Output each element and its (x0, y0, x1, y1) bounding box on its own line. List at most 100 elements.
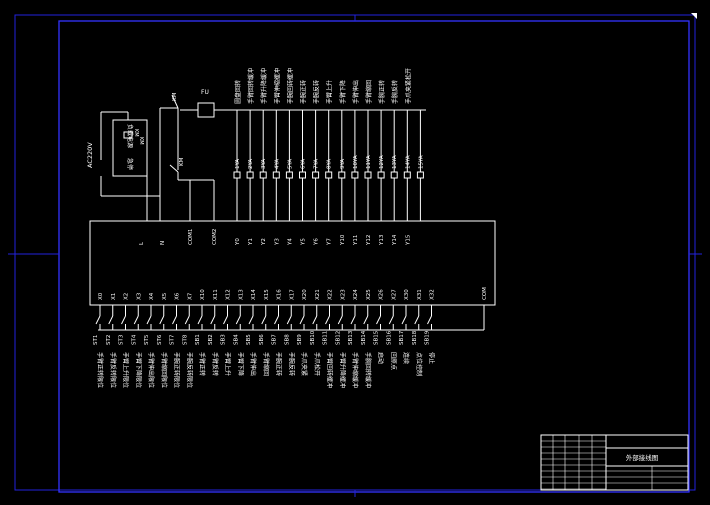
coil-label: 5YA (287, 159, 293, 169)
plc-body (89, 220, 496, 306)
output-terminal-label: Y11 (353, 235, 359, 246)
switch-contact (401, 315, 407, 325)
input-function-label: 手腕反转限位 (185, 352, 193, 388)
input-terminal-label: X21 (315, 289, 321, 300)
output-function-label: 手腕正转 (378, 80, 386, 104)
input-terminal-label: X7 (187, 292, 193, 300)
switch-contact (197, 315, 203, 325)
input-function-label: 手臂升降缓冲 (338, 352, 346, 388)
switch-contact (146, 315, 152, 325)
switch-contact (274, 315, 279, 325)
output-function-label: 手臂下降 (339, 80, 347, 104)
input-terminal-label: X2 (124, 293, 130, 300)
switch-contact (376, 315, 381, 325)
switch-contact (286, 315, 292, 325)
output-function-label: 手臂上升 (326, 80, 334, 104)
output-terminal-label: Y15 (405, 234, 411, 246)
switch-label: SB6 (259, 334, 265, 345)
switch-label: SB18 (412, 330, 418, 345)
output-function-label: 手爪夹紧松开 (404, 68, 412, 104)
solenoid-coil (416, 171, 424, 179)
input-terminal-label: X32 (430, 289, 436, 300)
coil-label: 4YA (274, 159, 280, 169)
switch-label: SB12 (335, 331, 341, 345)
input-function-label: 启动 (377, 352, 385, 364)
switch-label: SB16 (386, 330, 392, 345)
output-terminal-label: Y10 (340, 234, 346, 246)
output-terminal-label: Y5 (301, 238, 307, 246)
switch-label: SB11 (323, 331, 329, 345)
input-function-label: 手臂下降限位 (134, 352, 142, 388)
input-terminal-label: X16 (277, 289, 283, 300)
coil-label: 2YA (248, 159, 254, 169)
input-function-label: 手腕回转缓冲 (364, 352, 372, 388)
switch-contact (210, 315, 216, 325)
solenoid-coil (351, 171, 359, 179)
input-terminal-label: X4 (149, 292, 155, 300)
switch-label: SB15 (374, 330, 380, 345)
plc-power-pin-label: N (160, 241, 166, 245)
input-terminal-label: X30 (404, 289, 410, 300)
output-terminal-label: Y14 (392, 234, 398, 246)
plc-power-pin-label: COM2 (212, 229, 218, 245)
input-terminal-label: X5 (162, 292, 168, 300)
switch-label: SB14 (361, 330, 367, 345)
input-terminal-label: X12 (226, 289, 232, 300)
coil-label: 1YA (235, 159, 241, 169)
contactor-label: KM (179, 157, 185, 166)
input-function-label: 手臂缩回 (262, 352, 270, 376)
output-function-label: 手臂回转缓冲 (247, 68, 255, 104)
switch-contact (325, 315, 330, 325)
output-terminal-label: Y0 (235, 238, 241, 246)
coil-label: 12YA (379, 155, 385, 169)
input-terminal-label: X23 (340, 289, 346, 300)
switch-contact (159, 315, 165, 325)
switch-label: SB7 (272, 334, 278, 345)
input-terminal-label: X24 (353, 289, 359, 300)
switch-contact (223, 315, 228, 325)
input-function-label: 手臂正转限位 (96, 352, 104, 388)
switch-contact (363, 315, 369, 325)
load-power-label: 负载电源 (126, 124, 134, 148)
input-function-label: 回原点 (389, 352, 397, 370)
input-function-label: 手腕正转限位 (173, 352, 181, 388)
switch-contact (299, 315, 305, 325)
input-function-label: 手臂下降 (236, 352, 244, 376)
solenoid-coil (403, 171, 411, 179)
switch-contact (184, 315, 190, 325)
switch-contact (427, 315, 432, 325)
solenoid-coil (390, 171, 398, 179)
output-function-label: 手臂伸出 (352, 80, 360, 104)
switch-label: SB4 (233, 334, 239, 345)
input-function-label: 手臂反转 (211, 352, 219, 376)
coil-label: 14YA (405, 155, 411, 169)
drawing-title: 外部接线图 (626, 453, 659, 462)
input-terminal-label: X10 (200, 289, 206, 300)
output-function-label: 手腕正转 (300, 80, 308, 104)
switch-label: SB3 (221, 334, 227, 345)
input-function-label: 手臂正转 (198, 352, 206, 376)
output-function-label: 手臂缩回 (365, 80, 373, 104)
switch-contact (261, 315, 267, 325)
switch-contact (350, 315, 356, 325)
input-function-label: 停止 (428, 352, 436, 364)
km-contact (169, 164, 179, 173)
estop-label: 急停 (126, 158, 134, 170)
switch-contact (121, 315, 126, 325)
switch-label: ST1 (93, 335, 99, 345)
plc-power-pin-label: COM1 (188, 229, 194, 245)
input-terminal-label: X6 (175, 292, 181, 300)
switch-contact (337, 315, 343, 325)
output-terminal-label: Y3 (274, 238, 280, 246)
solenoid-coil (338, 171, 346, 179)
solenoid-coil (272, 171, 280, 179)
input-terminal-label: X3 (136, 292, 142, 300)
switch-contact (172, 315, 177, 325)
output-terminal-label: Y13 (379, 234, 385, 246)
input-terminal-label: X31 (417, 289, 423, 300)
switch-label: SB19 (425, 330, 431, 345)
coil-label: 15YA (418, 155, 424, 169)
output-function-label: 手臂伸缩缓冲 (273, 68, 281, 104)
contactor-label: KM (172, 92, 178, 101)
output-function-label: 手腕反转 (391, 80, 399, 104)
